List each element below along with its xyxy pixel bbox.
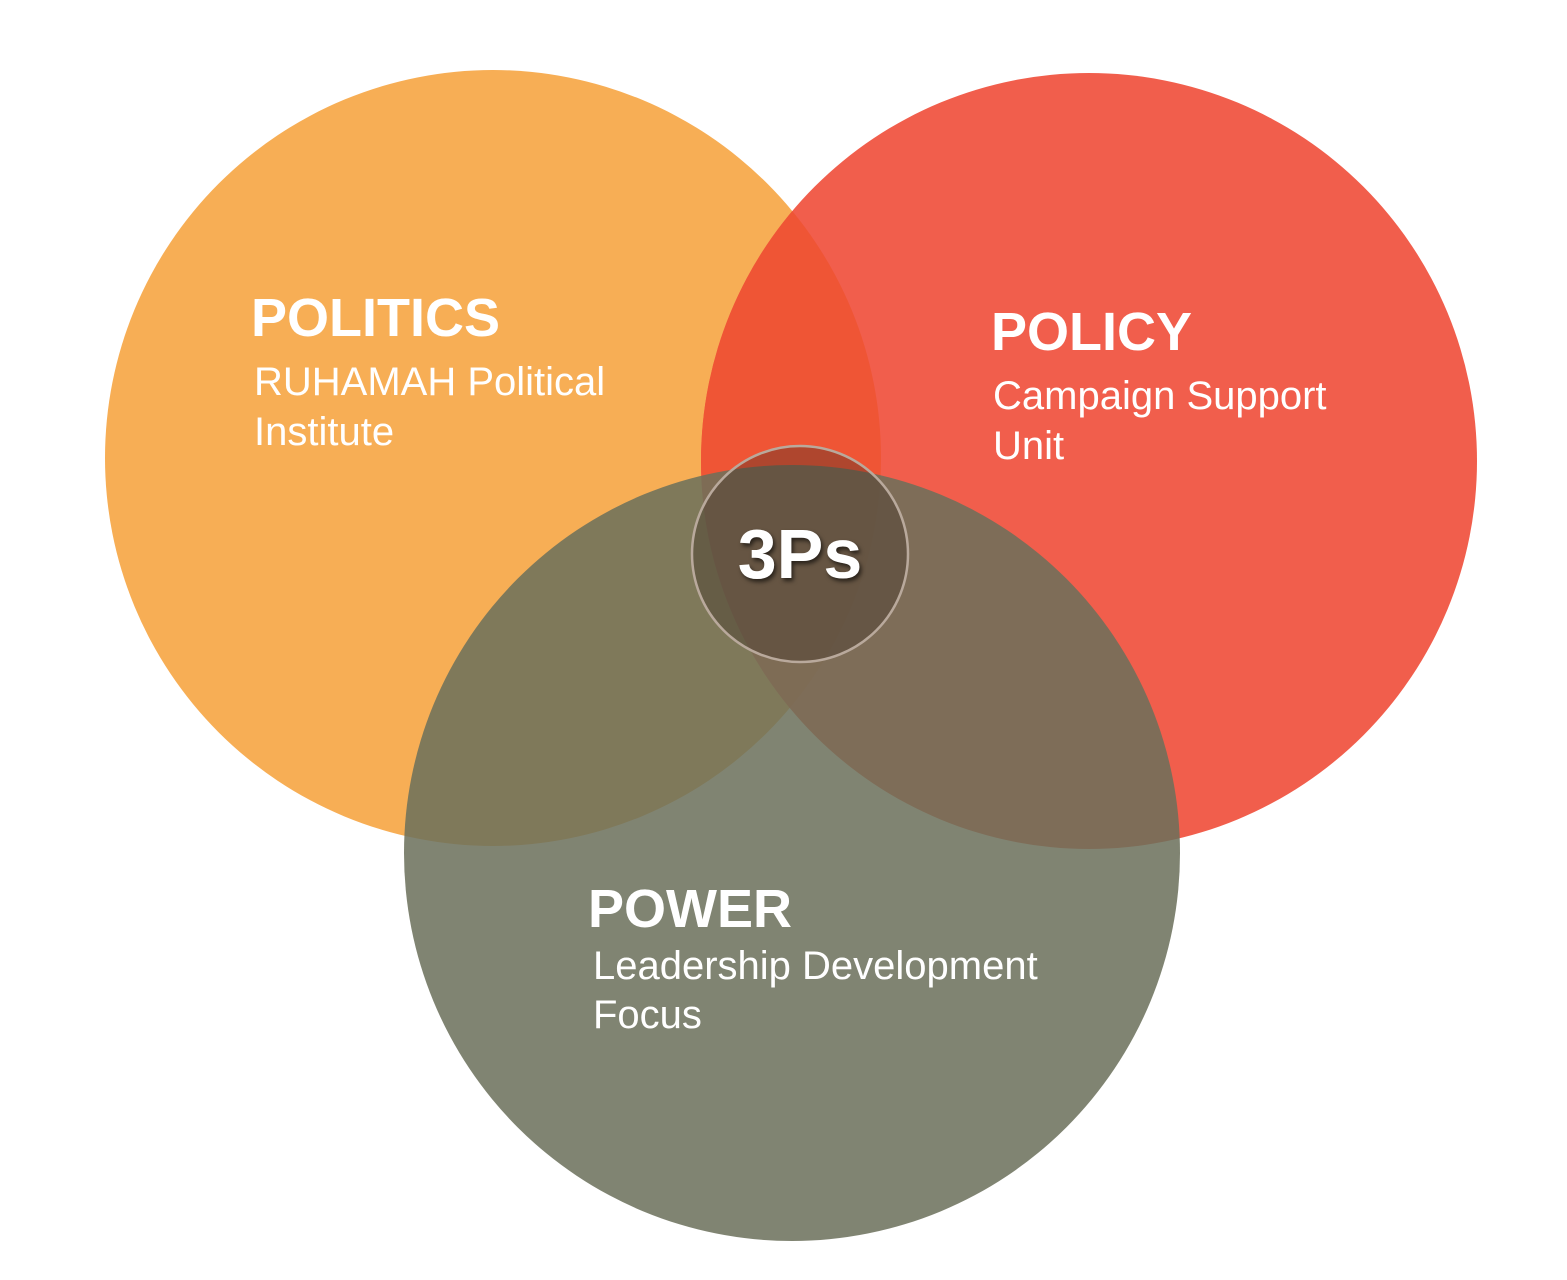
policy-subtitle-line-2: Unit: [993, 424, 1065, 468]
power-subtitle-line-2: Focus: [593, 993, 702, 1037]
politics-title: POLITICS: [251, 288, 501, 348]
policy-subtitle-line-1: Campaign Support: [993, 374, 1327, 418]
center-circle: [690, 444, 910, 664]
power-subtitle-line-1: Leadership Development: [593, 944, 1038, 988]
politics-subtitle-line-2: Institute: [254, 410, 395, 454]
politics-subtitle-line-1: RUHAMAH Political: [254, 360, 606, 404]
policy-title: POLICY: [991, 302, 1193, 362]
power-title: POWER: [588, 879, 793, 939]
power-circle: [404, 465, 1180, 1241]
center-label: 3Ps: [737, 515, 863, 593]
